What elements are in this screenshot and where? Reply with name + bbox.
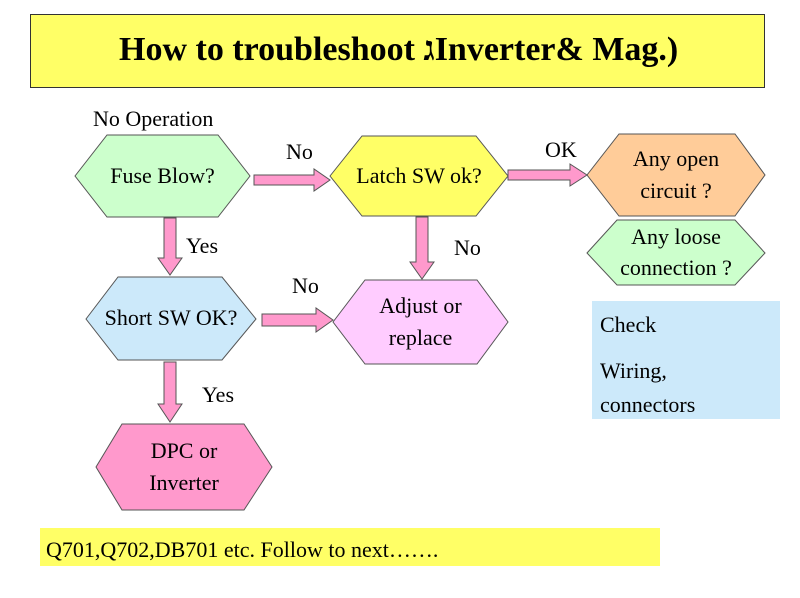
check-wiring-box: Check Wiring, connectors bbox=[592, 301, 780, 419]
check-line2: Wiring, bbox=[600, 358, 667, 383]
open-circuit-line1: Any open bbox=[632, 146, 720, 172]
check-line3: connectors bbox=[600, 392, 696, 417]
no-label-fuse-latch: No bbox=[286, 139, 313, 164]
loose-connection-text: Any loose connection ? bbox=[587, 220, 765, 285]
short-sw-label: Short SW OK? bbox=[104, 305, 238, 331]
arrow-fuse-to-latch bbox=[253, 168, 331, 192]
adjust-line2: replace bbox=[388, 325, 453, 350]
dpc-line2: Inverter bbox=[149, 470, 219, 495]
adjust-line1: Adjust or bbox=[379, 293, 462, 319]
dpc-inverter-node bbox=[95, 423, 273, 511]
loose-connection-line2: connection ? bbox=[620, 254, 732, 280]
arrow-latch-to-open bbox=[507, 163, 588, 187]
ok-label: OK bbox=[545, 137, 577, 162]
loose-connection-line1: Any loose bbox=[631, 223, 721, 249]
no-label-latch-adjust: No bbox=[454, 235, 481, 260]
dpc-inverter-text: DPC or Inverter bbox=[96, 424, 272, 510]
arrow-latch-to-adjust bbox=[409, 216, 435, 280]
footer-note: Q701,Q702,DB701 etc. Follow to next……. bbox=[46, 537, 439, 562]
open-circuit-line2: circuit ? bbox=[640, 178, 712, 203]
short-sw-text: Short SW OK? bbox=[86, 277, 256, 360]
fuse-blow-text: Fuse Blow? bbox=[75, 135, 250, 217]
no-label-short-adjust: No bbox=[292, 273, 319, 298]
arrow-short-to-adjust bbox=[261, 307, 334, 333]
yes-label-fuse-short: Yes bbox=[186, 233, 219, 258]
footer-note-box: Q701,Q702,DB701 etc. Follow to next……. bbox=[40, 528, 660, 566]
fuse-blow-label: Fuse Blow? bbox=[110, 162, 215, 188]
adjust-replace-text: Adjust or replace bbox=[333, 280, 508, 364]
fuse-blow-node bbox=[74, 134, 251, 218]
yes-label-short-dpc: Yes bbox=[202, 382, 235, 407]
loose-connection-node bbox=[586, 219, 766, 286]
short-sw-node bbox=[85, 276, 257, 361]
arrow-fuse-to-short bbox=[157, 217, 183, 276]
adjust-replace-node bbox=[332, 279, 509, 365]
check-line1: Check bbox=[600, 312, 657, 337]
latch-sw-label: Latch SW ok? bbox=[356, 162, 482, 188]
arrow-short-to-dpc bbox=[157, 361, 183, 423]
open-circuit-text: Any open circuit ? bbox=[587, 134, 765, 216]
open-circuit-node bbox=[586, 133, 766, 217]
no-operation-label: No Operation bbox=[93, 106, 214, 131]
dpc-line1: DPC or bbox=[150, 438, 218, 464]
page-title: How to troubleshoot גInverter& Mag.) bbox=[119, 31, 679, 68]
title-banner: How to troubleshoot גInverter& Mag.) bbox=[30, 14, 765, 88]
latch-sw-text: Latch SW ok? bbox=[330, 136, 508, 216]
